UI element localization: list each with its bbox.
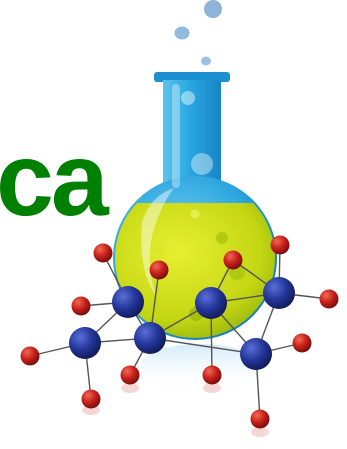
- bubble-large: [204, 0, 222, 18]
- atom-small: [223, 250, 243, 270]
- atom-large: [134, 322, 166, 354]
- bubble-small: [201, 56, 211, 66]
- atom-small: [93, 243, 113, 263]
- atom-large: [263, 277, 295, 309]
- atom-small: [250, 409, 270, 429]
- neck-bubble: [181, 91, 195, 105]
- flask-reflection: [138, 344, 262, 392]
- atom-reflections: [82, 383, 269, 437]
- logo-wordmark: ca: [0, 122, 109, 238]
- atom-large: [112, 286, 144, 318]
- small-atoms: [20, 235, 339, 429]
- atom-small: [292, 333, 312, 353]
- atom-small: [71, 296, 91, 316]
- atom-small: [81, 389, 101, 409]
- bubble-medium: [174, 26, 190, 40]
- neck-bubble-2: [191, 153, 213, 175]
- atom-small: [120, 365, 140, 385]
- atom-large: [69, 327, 101, 359]
- atom-small: [149, 260, 169, 280]
- atom-small: [270, 235, 290, 255]
- neck-highlight: [172, 84, 180, 188]
- atom-large: [240, 338, 272, 370]
- atom-small: [319, 289, 339, 309]
- atom-large: [195, 287, 227, 319]
- bulb-highlight: [141, 188, 174, 296]
- flask-neck: [163, 80, 221, 192]
- bubbles: [174, 0, 222, 66]
- atom-small: [202, 365, 222, 385]
- atom-small: [20, 346, 40, 366]
- large-atoms: [69, 277, 295, 370]
- flask-liquid: [115, 203, 275, 338]
- flask-lip: [154, 72, 230, 82]
